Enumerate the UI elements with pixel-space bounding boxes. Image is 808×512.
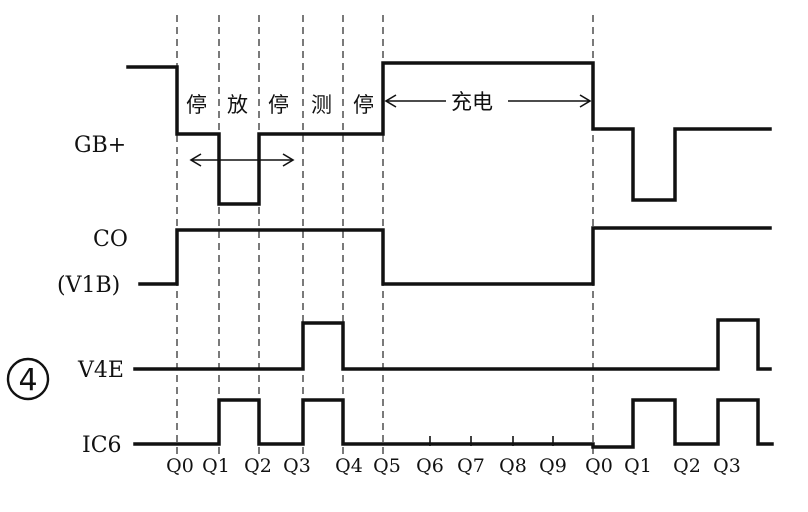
figure-number: 4 [18,363,37,398]
phase-label-measure: 测 [311,93,332,117]
tick-label: Q8 [499,455,527,477]
signal-label-co: CO [93,227,128,252]
signal-label-ic6: IC6 [82,433,122,458]
tick-label: Q0 [166,455,194,477]
tick-label: Q4 [335,455,363,477]
co-waveform [138,226,772,286]
phase-label-stop-1: 停 [186,93,207,117]
gb-waveform [126,61,772,206]
signal-label-v1b: (V1B) [57,273,120,298]
v4e-waveform [133,318,772,371]
charge-span-arrow [384,94,592,108]
phase-label-stop-2: 停 [268,93,289,117]
phase-label-stop-3: 停 [353,93,374,117]
tick-label: Q1 [202,455,230,477]
guide-lines [176,15,594,458]
tick-label: Q2 [244,455,272,477]
tick-label: Q0 [585,455,613,477]
signal-label-v4e: V4E [77,358,124,383]
discharge-span-arrow [189,153,295,167]
phase-label-charge: 充电 [451,90,493,114]
signal-label-gb: GB+ [74,133,126,158]
tick-label: Q5 [373,455,401,477]
phase-label-discharge: 放 [227,93,248,117]
ic6-waveform [133,398,774,449]
figure-number-badge: 4 [6,357,50,401]
tick-label: Q9 [539,455,567,477]
tick-label: Q3 [713,455,741,477]
tick-label: Q6 [416,455,444,477]
tick-label: Q1 [624,455,652,477]
ic6-tick-marks [429,436,554,446]
tick-label: Q2 [673,455,701,477]
tick-label: Q3 [283,455,311,477]
tick-label: Q7 [457,455,485,477]
